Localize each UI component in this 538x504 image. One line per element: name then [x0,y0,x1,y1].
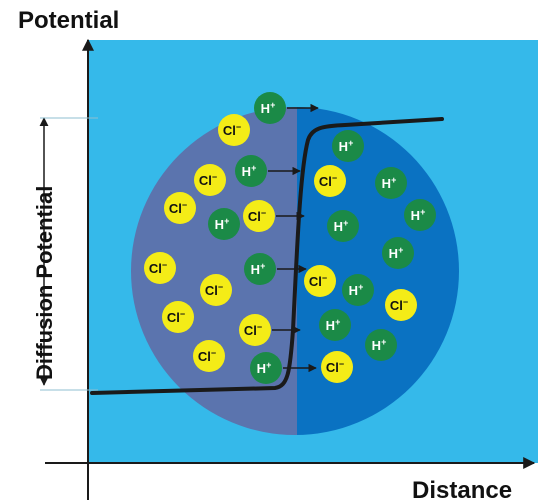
hydrogen-ion: H+ [382,237,414,269]
chloride-ion-label: Cl− [309,273,327,289]
hydrogen-ion-label: H+ [326,317,341,333]
hydrogen-ion-label: H+ [411,207,426,223]
hydrogen-ion-circle [235,155,267,187]
hydrogen-ion-label: H+ [372,337,387,353]
hydrogen-ion-circle [365,329,397,361]
potential-span: Diffusion Potential [32,117,98,391]
chloride-ion-label: Cl− [205,282,223,298]
ions: H+ Cl− H+ Cl− Cl− H+ Cl− Cl− H+ Cl− Cl− Cl− Cl− H+ H+ C… [144,92,436,384]
hydrogen-ion-label: H+ [215,216,230,232]
hydrogen-ion-label: H+ [242,163,257,179]
hydrogen-ion: H+ [327,210,359,242]
chloride-ion: Cl− [200,274,232,306]
chloride-ion-circle [200,274,232,306]
hydrogen-ion: H+ [332,130,364,162]
chloride-ion-label: Cl− [169,200,187,216]
chloride-ion: Cl− [243,200,275,232]
chloride-ion-circle [164,192,196,224]
chloride-ion: Cl− [162,301,194,333]
hydrogen-ion: H+ [244,253,276,285]
chloride-ion: Cl− [193,340,225,372]
hydrogen-ion: H+ [365,329,397,361]
hydrogen-ion-circle [244,253,276,285]
chloride-ion: Cl− [314,165,346,197]
chloride-ion: Cl− [239,314,271,346]
hydrogen-ion-label: H+ [257,360,272,376]
hydrogen-ion-label: H+ [261,100,276,116]
hydrogen-ion-circle [250,352,282,384]
chloride-ion-label: Cl− [319,173,337,189]
potential-span-label: Diffusion Potential [32,186,57,380]
chloride-ion: Cl− [321,351,353,383]
chloride-ion-label: Cl− [167,309,185,325]
chloride-ion-circle [314,165,346,197]
hydrogen-ion: H+ [375,167,407,199]
chloride-ion-label: Cl− [199,172,217,188]
chloride-ion-circle [243,200,275,232]
hydrogen-ion-circle [382,237,414,269]
hydrogen-ion-label: H+ [382,175,397,191]
chloride-ion-label: Cl− [149,260,167,276]
potential-curve [90,117,444,395]
chloride-ion-circle [385,289,417,321]
chloride-ion-label: Cl− [326,359,344,375]
hydrogen-ion-circle [332,130,364,162]
chloride-ion-circle [304,265,336,297]
chloride-ion: Cl− [164,192,196,224]
chloride-ion: Cl− [144,252,176,284]
hydrogen-ion-label: H+ [334,218,349,234]
hydrogen-ion-circle [342,274,374,306]
hydrogen-ion-label: H+ [349,282,364,298]
hydrogen-ion-circle [208,208,240,240]
hydrogen-ion: H+ [235,155,267,187]
hydrogen-ion: H+ [250,352,282,384]
hydrogen-ion: H+ [342,274,374,306]
y-axis-title: Potential [18,7,119,34]
chloride-ion-label: Cl− [390,297,408,313]
hydrogen-ion-label: H+ [251,261,266,277]
chloride-ion-circle [239,314,271,346]
chloride-ion: Cl− [218,114,250,146]
hydrogen-ion-label: H+ [339,138,354,154]
chloride-ion-label: Cl− [223,122,241,138]
hydrogen-ion: H+ [254,92,286,124]
chloride-ion-circle [218,114,250,146]
chloride-ion-circle [162,301,194,333]
chloride-ion-circle [194,164,226,196]
hydrogen-ion: H+ [208,208,240,240]
chloride-ion-circle [144,252,176,284]
hydrogen-ion: H+ [319,309,351,341]
chloride-ion-circle [321,351,353,383]
x-axis-title: Distance [412,477,512,504]
chloride-ion-label: Cl− [248,208,266,224]
chloride-ion: Cl− [304,265,336,297]
chloride-ion-label: Cl− [198,348,216,364]
chloride-ion: Cl− [194,164,226,196]
chloride-ion: Cl− [385,289,417,321]
hydrogen-ion-circle [327,210,359,242]
hydrogen-ion-circle [375,167,407,199]
chloride-ion-circle [193,340,225,372]
hydrogen-ion-label: H+ [389,245,404,261]
hydrogen-ion: H+ [404,199,436,231]
hydrogen-ion-circle [254,92,286,124]
hydrogen-ion-circle [404,199,436,231]
chloride-ion-label: Cl− [244,322,262,338]
hydrogen-ion-circle [319,309,351,341]
